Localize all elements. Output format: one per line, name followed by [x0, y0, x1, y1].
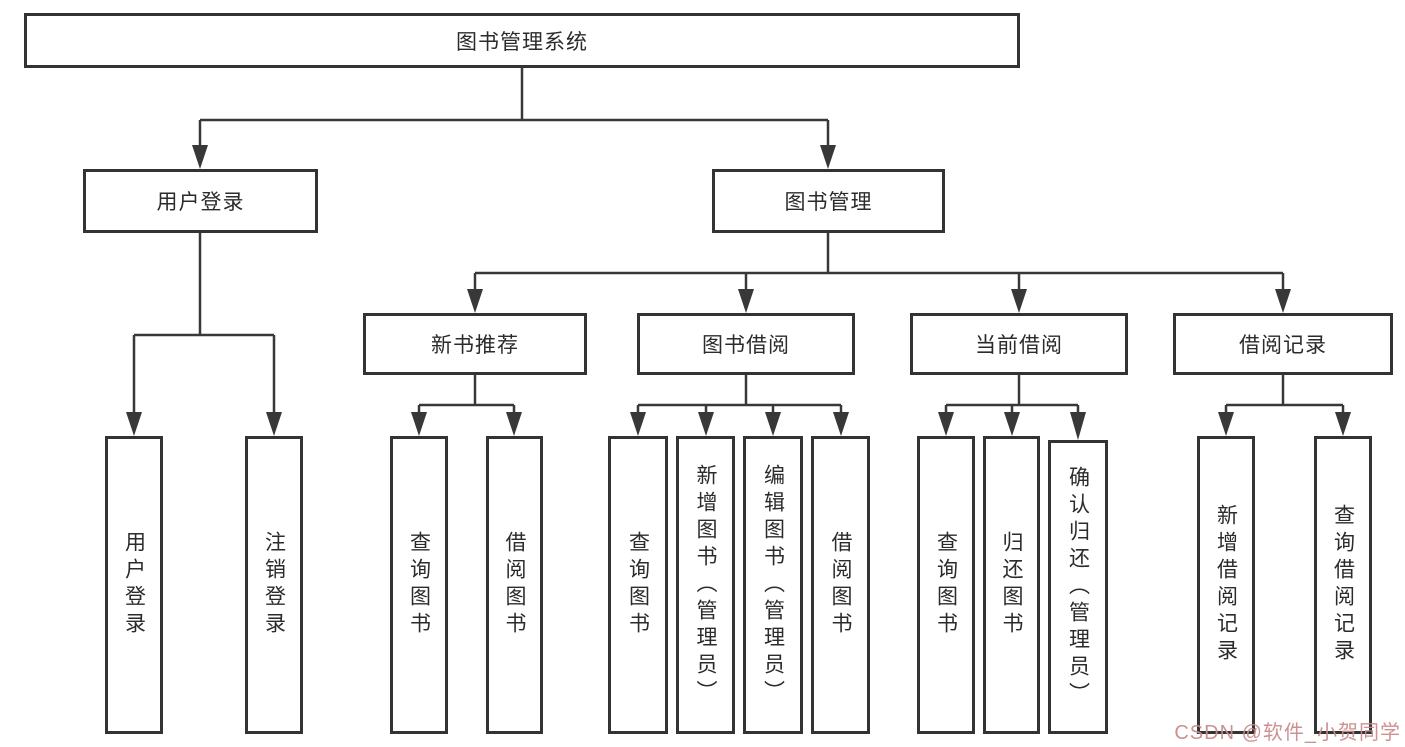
arrowhead	[266, 412, 282, 436]
node-root-label: 图书管理系统	[456, 30, 588, 54]
connector-new-book-recommend-branch	[411, 375, 522, 436]
leaf-current-return-books-label: 归还图书	[1000, 531, 1023, 639]
arrowhead	[630, 412, 646, 436]
node-book-borrow-label: 图书借阅	[702, 334, 790, 357]
arrowhead	[698, 412, 714, 436]
arrowhead	[411, 412, 427, 436]
leaf-current-confirm-return-admin: 确认归还（管理员）	[1048, 440, 1108, 734]
node-user-login: 用户登录	[83, 169, 318, 233]
leaf-recommend-borrow-books-label: 借阅图书	[503, 531, 526, 639]
arrowhead	[467, 289, 483, 313]
arrowhead	[833, 412, 849, 436]
leaf-current-return-books: 归还图书	[983, 436, 1040, 734]
leaf-logout-label: 注销登录	[262, 531, 286, 639]
leaf-borrow-query-books-label: 查询图书	[626, 531, 650, 639]
arrowhead	[1218, 412, 1234, 436]
arrowhead	[765, 412, 781, 436]
node-current-borrow: 当前借阅	[910, 313, 1128, 375]
node-current-borrow-label: 当前借阅	[975, 334, 1063, 357]
arrowhead	[126, 412, 142, 436]
connector-user-login-branch	[126, 232, 282, 436]
arrowhead	[938, 412, 954, 436]
arrowhead	[1335, 412, 1351, 436]
node-root: 图书管理系统	[24, 13, 1020, 68]
connector-root-branch	[192, 68, 836, 169]
node-new-book-recommend-label: 新书推荐	[431, 334, 519, 357]
leaf-user-login-label: 用户登录	[122, 531, 146, 639]
leaf-logout: 注销登录	[245, 436, 303, 734]
leaf-borrow-add-books-admin-label: 新增图书（管理员）	[694, 463, 717, 707]
leaf-records-add-record: 新增借阅记录	[1197, 436, 1255, 734]
leaf-records-query-record: 查询借阅记录	[1314, 436, 1372, 734]
connector-current-borrow-branch	[938, 375, 1086, 440]
arrowhead	[820, 145, 836, 169]
node-book-borrow: 图书借阅	[637, 313, 855, 375]
leaf-borrow-edit-books-admin-label: 编辑图书（管理员）	[761, 463, 785, 707]
leaf-borrow-edit-books-admin: 编辑图书（管理员）	[743, 436, 803, 734]
arrowhead	[1275, 289, 1291, 313]
leaf-current-confirm-return-admin-label: 确认归还（管理员）	[1066, 465, 1090, 709]
arrowhead	[192, 145, 208, 169]
leaf-borrow-query-books: 查询图书	[608, 436, 668, 734]
leaf-records-query-record-label: 查询借阅记录	[1331, 504, 1355, 666]
node-borrow-records-label: 借阅记录	[1239, 334, 1327, 357]
connector-borrow-records-branch	[1218, 375, 1351, 436]
connector-book-borrow-branch	[630, 375, 849, 436]
watermark-text: CSDN @软件_小贺同学	[1174, 722, 1401, 744]
connector-book-management-branch	[467, 233, 1291, 313]
leaf-current-query-books: 查询图书	[917, 436, 975, 734]
node-new-book-recommend: 新书推荐	[363, 313, 587, 375]
leaf-recommend-query-books: 查询图书	[390, 436, 448, 734]
node-borrow-records: 借阅记录	[1173, 313, 1393, 375]
node-book-management: 图书管理	[712, 169, 945, 233]
arrowhead	[1070, 412, 1086, 440]
node-user-login-label: 用户登录	[156, 191, 245, 214]
leaf-records-add-record-label: 新增借阅记录	[1214, 504, 1238, 666]
arrowhead	[1011, 289, 1027, 313]
leaf-user-login: 用户登录	[105, 436, 163, 734]
leaf-recommend-borrow-books: 借阅图书	[486, 436, 543, 734]
node-book-management-label: 图书管理	[784, 191, 873, 214]
leaf-current-query-books-label: 查询图书	[934, 531, 958, 639]
arrowhead	[1004, 412, 1020, 436]
arrowhead	[738, 289, 754, 313]
leaf-borrow-add-books-admin: 新增图书（管理员）	[676, 436, 735, 734]
leaf-borrow-borrow-books-label: 借阅图书	[829, 531, 852, 639]
leaf-borrow-borrow-books: 借阅图书	[811, 436, 870, 734]
leaf-recommend-query-books-label: 查询图书	[407, 531, 431, 639]
arrowhead	[506, 412, 522, 436]
